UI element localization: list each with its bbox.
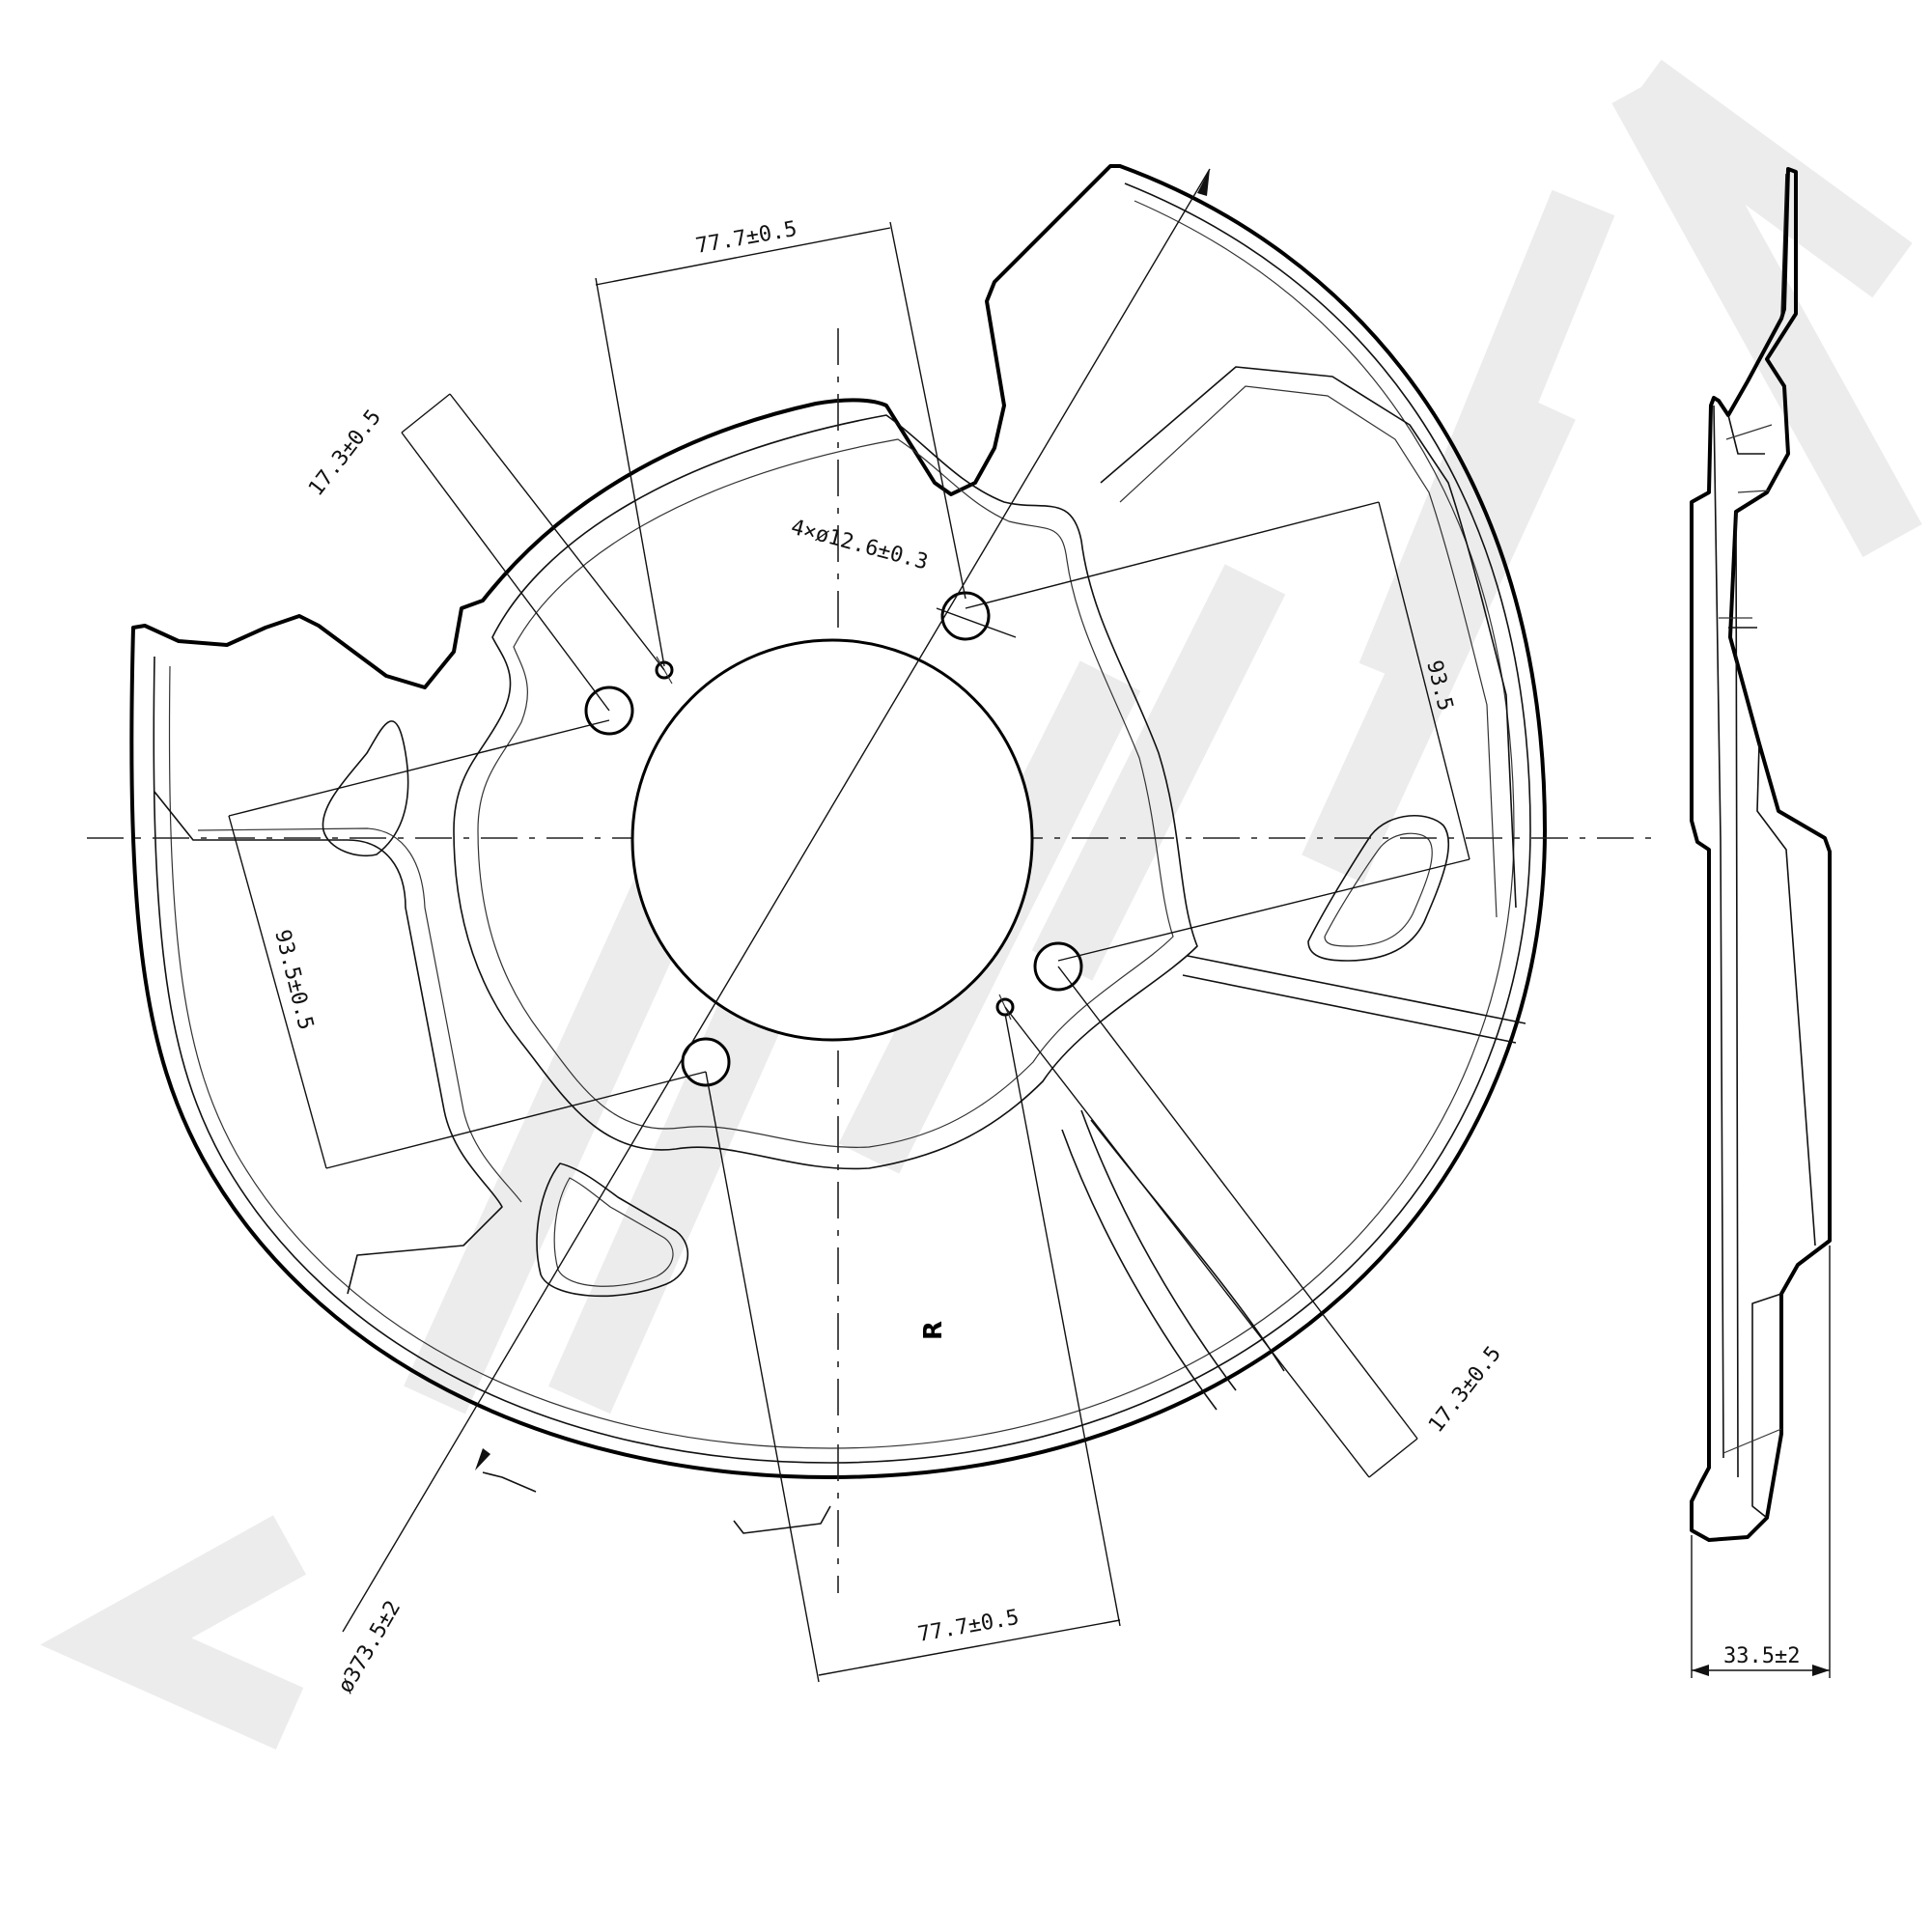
bolt-hole-lower-left <box>681 1037 731 1087</box>
dim-side-arrow-left <box>1692 1665 1709 1676</box>
dim-top-line <box>595 227 891 286</box>
rib-upper-right <box>1100 366 1517 909</box>
dim-left-line <box>228 815 327 1169</box>
dim-ul-ext-2 <box>449 393 665 671</box>
shield-outline <box>129 164 1547 1479</box>
dim-left-ext-2 <box>325 1071 707 1169</box>
dim-bottom-ext-left <box>705 1071 820 1683</box>
rim-inner-line <box>153 182 1531 1464</box>
rim-lip-bottom <box>482 1471 831 1534</box>
dim-right-ext-1 <box>965 501 1380 609</box>
side-view: 33.5±2 <box>1690 167 1832 1678</box>
rim-inner-line-2 <box>168 200 1515 1449</box>
dim-ul-line <box>401 393 451 434</box>
dim-right-line <box>1378 501 1470 860</box>
dim-lr-ext-2 <box>1057 966 1418 1440</box>
rib-upper-right-inner <box>1119 385 1498 918</box>
rib-right-slot <box>1307 815 1450 962</box>
hub-ring-inner <box>477 438 1174 1148</box>
dim-side-arrow-right <box>1812 1665 1830 1676</box>
dim-pitch-left: 93.5±0.5 <box>269 927 318 1032</box>
dim-bolt-spacing-top: 77.7±0.5 <box>694 217 799 259</box>
side-profile-detail <box>1719 424 1782 1454</box>
dim-ul-ext-1 <box>401 432 610 712</box>
rib-left <box>154 791 503 1295</box>
rib-upper-left-slot <box>322 720 409 856</box>
dim-lr-ext-1 <box>1004 1006 1370 1478</box>
dim-bolt-holes: 4×ø12.6±0.3 <box>788 516 930 575</box>
rib-mid-bottom <box>1090 1119 1285 1372</box>
dim-offset-lower-right: 17.3±0.5 <box>1424 1342 1506 1438</box>
rib-lower-mid <box>1061 1109 1237 1411</box>
dim-side-thickness: 33.5±2 <box>1723 1644 1800 1668</box>
rib-lower-slot <box>536 1162 689 1298</box>
bolt-callout-leader <box>936 607 1017 638</box>
dim-top-ext-left <box>595 277 665 667</box>
dim-right-ext-2 <box>1057 858 1470 962</box>
front-view: 77.7±0.5 77.7±0.5 17.3±0.5 17.3±0.5 4×ø1… <box>87 164 1651 1697</box>
diameter-leader-line <box>342 168 1211 1633</box>
center-bore <box>630 638 1034 1042</box>
diameter-arrow-bottom <box>475 1448 490 1470</box>
dim-outer-diameter: ø373.5±2 <box>334 1597 406 1697</box>
diameter-arrow-top <box>1197 169 1210 196</box>
rib-lower-right <box>1182 955 1526 1044</box>
dim-bottom-ext-right <box>1004 1013 1121 1627</box>
hub-ring-outer <box>453 414 1198 1170</box>
side-profile-inner <box>1713 173 1816 1519</box>
side-mark-r: R <box>919 1321 948 1340</box>
dim-top-ext-right <box>889 221 966 600</box>
dim-left-ext-1 <box>228 719 610 817</box>
dim-bottom-line <box>818 1619 1121 1676</box>
side-profile-outline <box>1690 167 1832 1542</box>
dim-offset-upper-left: 17.3±0.5 <box>304 406 386 501</box>
rib-lower-slot-inner <box>553 1177 674 1287</box>
bolt-hole-upper-right <box>940 591 991 641</box>
rib-left-inner <box>197 827 522 1203</box>
dim-lr-line <box>1368 1438 1418 1478</box>
